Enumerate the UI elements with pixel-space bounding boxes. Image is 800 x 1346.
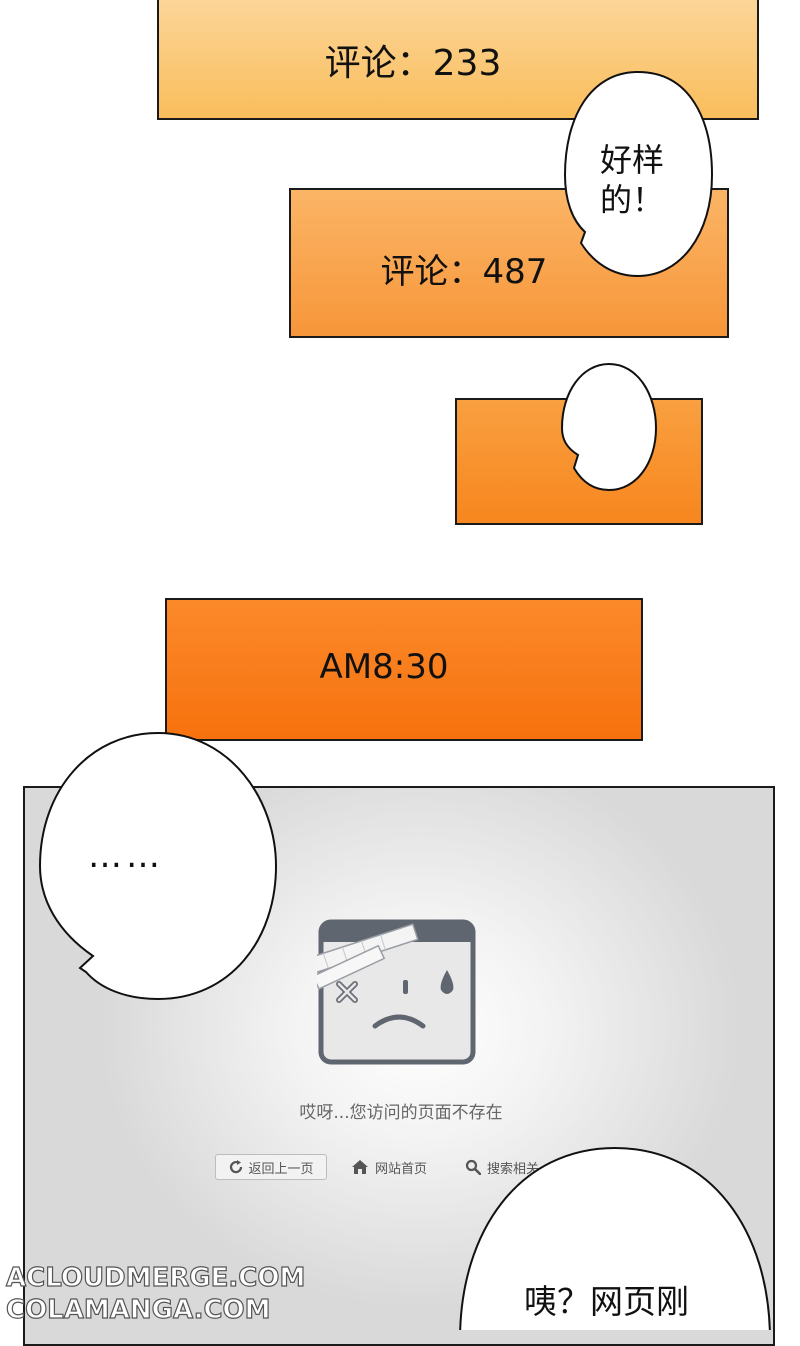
praise-line-2: 的！ [600, 181, 665, 219]
search-link-label: 搜索相关 [487, 1161, 540, 1177]
go-back-label: 返回上一页 [248, 1161, 314, 1177]
error-message: 哎呀...您访问的页面不存在 [299, 1103, 503, 1123]
comment-panel-1: 评论：233 [157, 0, 759, 120]
refresh-arrow-icon [230, 1160, 243, 1174]
time-label: AM8:30 [319, 646, 449, 687]
praise-line-1: 好样 [600, 141, 665, 179]
search-icon [465, 1159, 481, 1175]
comment-count-1: 评论：233 [324, 43, 502, 84]
home-icon [352, 1160, 368, 1174]
home-link-label: 网站首页 [375, 1161, 428, 1177]
go-back-button[interactable]: 返回上一页 [215, 1154, 327, 1180]
comment-count-2: 评论：487 [380, 251, 548, 292]
watermark-line-2: COLAMANGA.COM [5, 1294, 271, 1325]
blank-orange-panel [455, 398, 703, 525]
watermark: ACLOUDMERGE.COM COLAMANGA.COM [5, 1262, 306, 1326]
home-link[interactable]: 网站首页 [351, 1154, 427, 1180]
search-link[interactable]: 搜索相关 [465, 1154, 539, 1180]
sad-bandaged-page-icon [317, 919, 476, 1065]
surprise-text: 咦？网页刚 [524, 1282, 689, 1321]
time-panel: AM8:30 [165, 598, 643, 741]
praise-text: 好样 的！ [600, 140, 690, 220]
ellipsis-text: …… [88, 836, 164, 876]
watermark-line-1: ACLOUDMERGE.COM [5, 1262, 306, 1293]
